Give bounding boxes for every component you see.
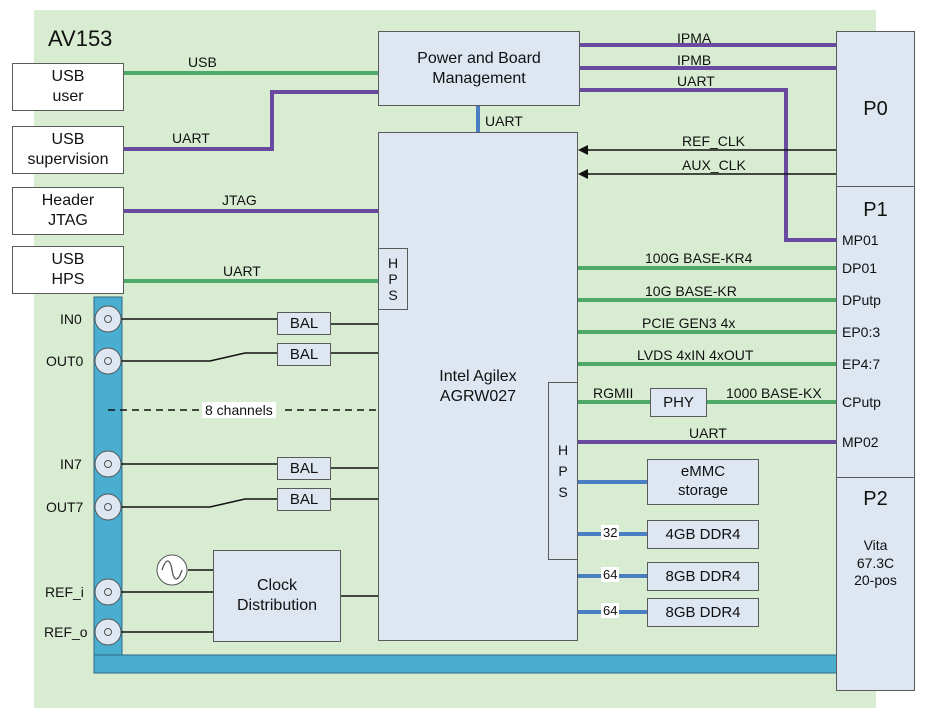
- memory-box-2: 8GB DDR4: [647, 562, 759, 591]
- pin-dp01: DP01: [842, 260, 878, 276]
- clock-distribution-box: Clock Distribution: [213, 550, 341, 642]
- ref-clk-arrowhead: [578, 145, 588, 155]
- coax-connector-in7: [94, 450, 122, 478]
- io-ref-i: REF_i: [45, 584, 84, 600]
- coax-connector-out7: [94, 493, 122, 521]
- io-in0: IN0: [60, 311, 82, 327]
- hps-block-left: H P S: [378, 248, 408, 310]
- connector-p2-label: P2: [863, 488, 888, 510]
- coax-connector-ref-i: [94, 578, 122, 606]
- pin-cputp: CPutp: [842, 394, 881, 410]
- io-out7: OUT7: [46, 499, 84, 515]
- power-board-management-box: Power and Board Management: [378, 31, 580, 106]
- connector-p2: P2 Vita 67.3C 20-pos: [836, 477, 915, 691]
- oscillator-icon: [156, 554, 188, 586]
- fpga-box: Intel Agilex AGRW027: [378, 132, 578, 641]
- usb-supervision-box: USB supervision: [12, 126, 124, 174]
- label-uart-hps: UART: [223, 263, 261, 279]
- memory-bus-width-2: 64: [601, 567, 620, 582]
- label-usb: USB: [188, 54, 217, 70]
- pin-ep4-7: EP4:7: [842, 356, 881, 372]
- label-uart-mp02: UART: [689, 425, 727, 441]
- connector-p0: P0: [836, 31, 915, 187]
- memory-box-3: 8GB DDR4: [647, 598, 759, 627]
- connector-p1: P1: [836, 186, 915, 478]
- memory-box-1: 4GB DDR4: [647, 520, 759, 549]
- aux-clk-arrowhead: [578, 169, 588, 179]
- io-ref-o: REF_o: [44, 624, 88, 640]
- label-uart-p0: UART: [677, 73, 715, 89]
- label-rgmii: RGMII: [593, 385, 634, 401]
- coax-connector-in0: [94, 305, 122, 333]
- label-pcie: PCIE GEN3 4x: [642, 315, 736, 331]
- pin-ep0-3: EP0:3: [842, 324, 881, 340]
- io-in7: IN7: [60, 456, 82, 472]
- coax-connector-out0: [94, 347, 122, 375]
- hps-block-right: H P S: [548, 382, 578, 560]
- bal-box-1: BAL: [277, 312, 331, 335]
- bal-box-4: BAL: [277, 488, 331, 511]
- channels-label: 8 channels: [202, 402, 276, 418]
- line-out7: [108, 498, 277, 508]
- usb-user-box: USB user: [12, 63, 124, 111]
- label-1000-kx: 1000 BASE-KX: [726, 385, 822, 401]
- connector-p0-label: P0: [863, 97, 888, 120]
- label-ipma: IPMA: [677, 30, 712, 46]
- label-lvds: LVDS 4xIN 4xOUT: [637, 347, 754, 363]
- label-uart-supervision: UART: [172, 130, 210, 146]
- label-ipmb: IPMB: [677, 52, 712, 68]
- connector-p1-label: P1: [863, 199, 888, 221]
- label-jtag: JTAG: [222, 192, 257, 208]
- bal-box-2: BAL: [277, 343, 331, 366]
- label-uart-pbm-fpga: UART: [485, 113, 523, 129]
- pin-mp01: MP01: [842, 232, 879, 248]
- coax-connector-ref-o: [94, 618, 122, 646]
- emmc-storage-box: eMMC storage: [647, 459, 759, 505]
- bal-box-3: BAL: [277, 457, 331, 480]
- io-out0: OUT0: [46, 353, 84, 369]
- pin-dputp: DPutp: [842, 292, 881, 308]
- label-aux-clk: AUX_CLK: [682, 157, 746, 173]
- label-ref-clk: REF_CLK: [682, 133, 746, 149]
- memory-bus-width-1: 32: [601, 525, 620, 540]
- link-uart-supervision: [124, 90, 378, 151]
- connector-p2-desc: Vita 67.3C 20-pos: [854, 537, 897, 588]
- label-100g-kr4: 100G BASE-KR4: [645, 250, 753, 266]
- board-title: AV153: [48, 26, 113, 51]
- label-10g-kr: 10G BASE-KR: [645, 283, 737, 299]
- pin-mp02: MP02: [842, 434, 879, 450]
- coax-bus-horizontal: [93, 654, 839, 674]
- usb-hps-box: USB HPS: [12, 246, 124, 294]
- line-out0: [108, 352, 277, 362]
- header-jtag-box: Header JTAG: [12, 187, 124, 235]
- memory-bus-width-3: 64: [601, 603, 620, 618]
- phy-box: PHY: [650, 388, 707, 417]
- link-uart-mp01: [580, 88, 836, 242]
